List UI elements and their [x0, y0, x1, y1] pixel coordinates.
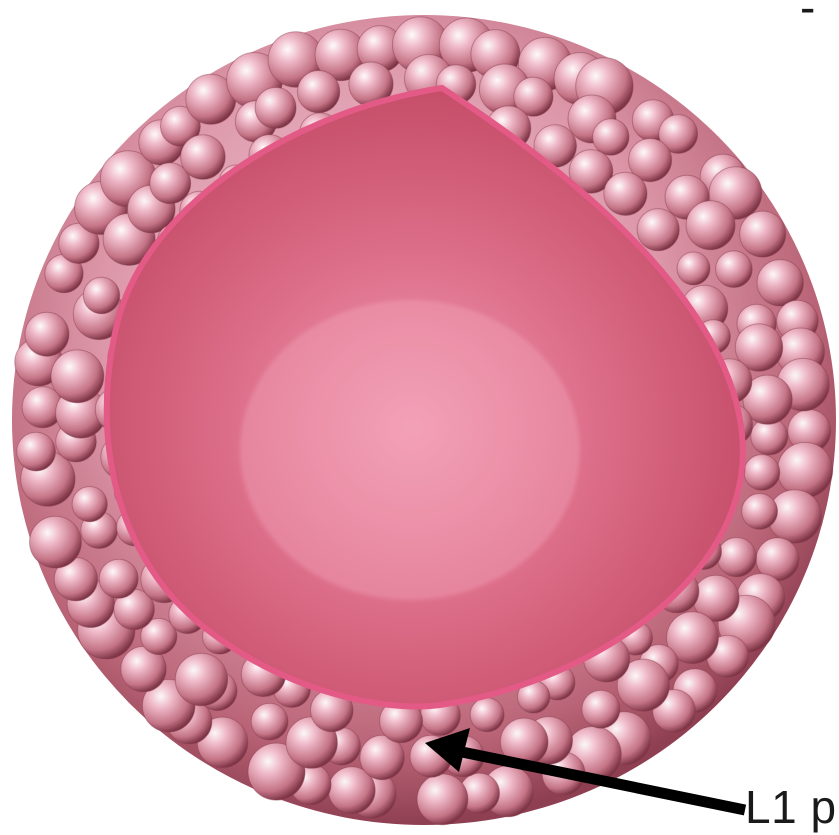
capsomere-bead: [30, 516, 82, 568]
capsomere-bead: [778, 442, 833, 497]
capsomere-bead: [181, 135, 226, 180]
capsomere-bead: [17, 432, 56, 471]
capsomere-bead: [83, 277, 119, 313]
capsomere-bead: [717, 538, 756, 577]
capsomere-bead: [757, 260, 803, 306]
capsomere-bead: [175, 653, 227, 705]
capsomere-bead: [716, 251, 753, 288]
capsomere-bead: [51, 350, 104, 403]
capsomere-bead: [593, 119, 629, 155]
l1-protein-label: L1 p: [745, 784, 837, 830]
capsomere-bead: [255, 87, 296, 128]
capsomere-bead: [604, 172, 647, 215]
capsomere-bead: [677, 252, 710, 285]
capsomere-bead: [297, 71, 339, 113]
capsomere-bead: [25, 312, 69, 356]
capsomere-bead: [417, 774, 468, 825]
capsomere-bead: [99, 559, 138, 598]
capsomere-bead: [740, 211, 786, 257]
top-label: -: [800, 0, 816, 30]
capsomere-bead: [742, 494, 778, 530]
capsomere-bead: [686, 201, 735, 250]
capsomere-bead: [744, 455, 780, 491]
capsomere-bead: [72, 487, 107, 522]
capsomere-bead: [582, 690, 620, 728]
cavity-highlight: [240, 300, 580, 600]
capsomere-bead: [251, 703, 288, 740]
capsomere-bead: [637, 209, 679, 251]
capsomere-bead: [470, 698, 504, 732]
